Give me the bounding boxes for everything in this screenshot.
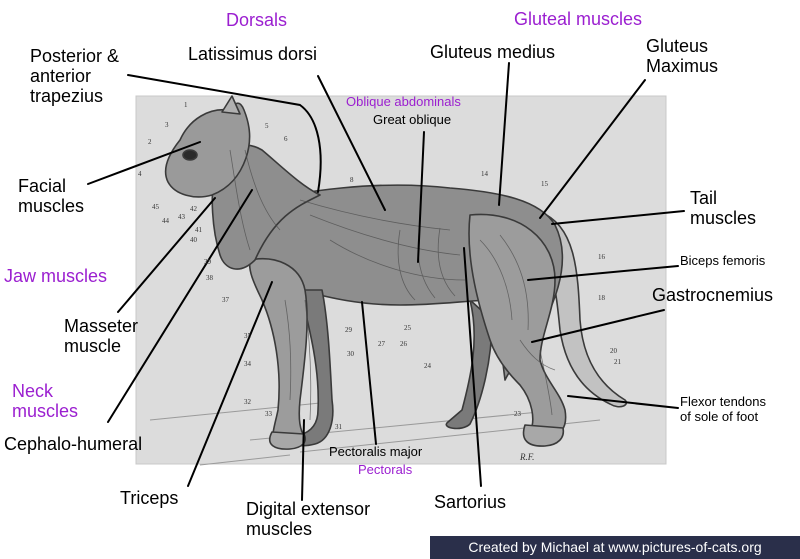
plate-number: 34 <box>244 360 251 368</box>
label-latissimus: Latissimus dorsi <box>188 44 318 64</box>
plate-number: 32 <box>244 398 251 406</box>
leader-triceps <box>187 281 273 487</box>
plate-number: 40 <box>190 236 197 244</box>
leader-great-oblique <box>417 131 425 263</box>
plate-number: 31 <box>335 423 342 431</box>
plate-number: 29 <box>345 326 352 334</box>
plate-number: 23 <box>514 410 521 418</box>
label-sartorius: Sartorius <box>434 492 507 512</box>
plate-number: 18 <box>598 294 605 302</box>
plate-number: 43 <box>178 213 185 221</box>
plate-number: 35 <box>244 332 251 340</box>
plate-number: 39 <box>204 258 211 266</box>
category-jaw: Jaw muscles <box>4 266 108 286</box>
plate-number: 5 <box>265 122 269 130</box>
category-gluteal: Gluteal muscles <box>514 9 643 29</box>
cat-eye <box>182 149 198 161</box>
credit-banner: Created by Michael at www.pictures-of-ca… <box>430 536 800 559</box>
plate-number: 33 <box>265 410 272 418</box>
leader-pectoralis <box>361 301 377 445</box>
plate-number: 27 <box>378 340 385 348</box>
leader-flexor <box>567 395 679 409</box>
plate-number: 45 <box>152 203 159 211</box>
leader-masseter <box>117 197 216 313</box>
floor-lines <box>149 401 601 466</box>
plate-number: 24 <box>424 362 431 370</box>
leader-lines <box>87 62 685 501</box>
plate-number: 3 <box>165 121 169 129</box>
plate-number: 15 <box>541 180 548 188</box>
plate-number: 6 <box>284 135 288 143</box>
label-great-oblique: Great oblique <box>373 112 452 127</box>
leader-biceps <box>527 265 679 281</box>
leader-trapezius <box>127 74 322 193</box>
label-gastrocnemius: Gastrocnemius <box>652 285 774 305</box>
label-cephalo-humeral: Cephalo-humeral <box>4 434 143 454</box>
plate-signature: R.F. <box>520 452 535 462</box>
cat-near-hind-paw <box>522 424 565 447</box>
cat-far-hind-leg <box>445 299 493 430</box>
label-biceps-femoris: Biceps femoris <box>680 253 766 268</box>
plate-number: 38 <box>206 274 213 282</box>
plate-number: 21 <box>614 358 621 366</box>
muscle-striations <box>229 149 556 421</box>
leader-gluteus-medius <box>498 62 510 206</box>
leader-sartorius <box>463 247 482 487</box>
plate-number: 37 <box>222 296 229 304</box>
leader-digital <box>301 419 305 501</box>
plate-number: 4 <box>138 170 142 178</box>
cat-front-paw <box>268 431 306 450</box>
category-oblique: Oblique abdominals <box>346 94 461 109</box>
category-dorsals: Dorsals <box>226 10 288 30</box>
plate-number: 41 <box>195 226 202 234</box>
plate-number: 20 <box>610 347 617 355</box>
plate-number: 8 <box>350 176 354 184</box>
plate-number: 14 <box>481 170 488 178</box>
plate-number: 26 <box>400 340 407 348</box>
plate-number: 2 <box>148 138 152 146</box>
cat-neck <box>211 144 321 270</box>
cat-ear <box>221 95 241 115</box>
leader-cephalo <box>107 189 253 423</box>
plate-number: 30 <box>347 350 354 358</box>
leader-facial <box>87 141 201 185</box>
plate-number: 25 <box>404 324 411 332</box>
leader-gastrocnemius <box>531 309 665 343</box>
leader-gluteus-maximus <box>539 79 646 219</box>
label-triceps: Triceps <box>120 488 179 508</box>
leader-latissimus <box>317 75 386 211</box>
plate-number: 16 <box>598 253 605 261</box>
leader-tail <box>551 210 685 225</box>
plate-number: 42 <box>190 205 197 213</box>
label-pectoralis-major: Pectoralis major <box>329 444 423 459</box>
plate-number: 44 <box>162 217 169 225</box>
label-gluteus-medius: Gluteus medius <box>430 42 556 62</box>
category-pectorals: Pectorals <box>358 462 413 477</box>
plate-number: 1 <box>184 101 188 109</box>
